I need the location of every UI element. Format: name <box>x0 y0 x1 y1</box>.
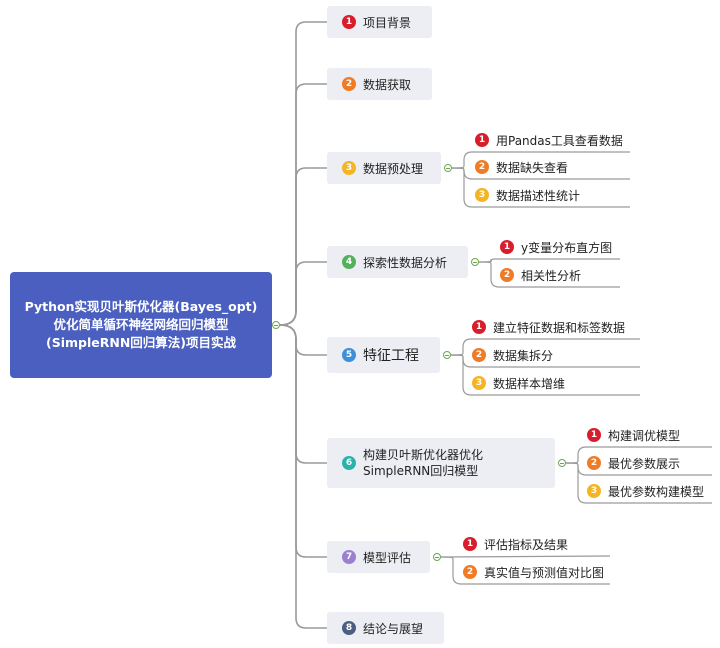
subtopic-3-3[interactable]: 3 数据描述性统计 <box>475 186 580 204</box>
section-label: 结论与展望 <box>363 621 424 636</box>
number-badge-icon: 1 <box>472 320 486 334</box>
subtopic-6-3[interactable]: 3 最优参数构建模型 <box>587 482 704 500</box>
connector-line <box>478 261 620 288</box>
section-node-5[interactable]: 5 特征工程 <box>327 337 440 373</box>
number-badge-icon: 8 <box>342 621 356 635</box>
connector-line <box>279 167 327 326</box>
number-badge-icon: 1 <box>587 428 601 442</box>
subtopic-label: y变量分布直方图 <box>521 240 613 255</box>
subtopic-label: 数据描述性统计 <box>496 188 581 203</box>
subtopic-label: 数据集拆分 <box>493 348 554 363</box>
number-badge-icon: 3 <box>475 188 489 202</box>
number-badge-icon: 2 <box>463 565 477 579</box>
root-topic-label: Python实现贝叶斯优化器(Bayes_opt)优化简单循环神经网络回归模型(… <box>24 299 258 350</box>
subtopic-6-1[interactable]: 1 构建调优模型 <box>587 426 680 444</box>
subtopic-label: 用Pandas工具查看数据 <box>496 133 623 148</box>
number-badge-icon: 1 <box>500 240 514 254</box>
subtopic-label: 真实值与预测值对比图 <box>484 565 605 580</box>
section-label: 构建贝叶斯优化器优化SimpleRNN回归模型 <box>363 448 484 478</box>
subtopic-5-3[interactable]: 3 数据样本增维 <box>472 374 565 392</box>
root-topic[interactable]: Python实现贝叶斯优化器(Bayes_opt)优化简单循环神经网络回归模型(… <box>10 272 272 378</box>
section-4-collapse-toggle[interactable] <box>471 258 479 266</box>
section-label: 模型评估 <box>363 550 412 565</box>
section-label: 项目背景 <box>363 15 412 30</box>
connector-line <box>279 324 327 356</box>
section-label: 数据预处理 <box>363 161 424 176</box>
number-badge-icon: 4 <box>342 255 356 269</box>
connector-line <box>450 354 640 396</box>
subtopic-label: 数据样本增维 <box>493 376 566 391</box>
number-badge-icon: 3 <box>342 161 356 175</box>
connector-line <box>478 258 620 263</box>
connector-line <box>440 555 611 558</box>
section-label: 特征工程 <box>363 348 419 364</box>
section-node-8[interactable]: 8 结论与展望 <box>327 612 444 644</box>
number-badge-icon: 1 <box>463 537 477 551</box>
section-label: 数据获取 <box>363 77 412 92</box>
section-5-collapse-toggle[interactable] <box>443 351 451 359</box>
section-node-1[interactable]: 1 项目背景 <box>327 6 432 38</box>
section-6-collapse-toggle[interactable] <box>558 459 566 467</box>
connector-line <box>565 462 712 504</box>
section-label: 探索性数据分析 <box>363 255 448 270</box>
number-badge-icon: 2 <box>472 348 486 362</box>
subtopic-3-2[interactable]: 2 数据缺失查看 <box>475 158 568 176</box>
number-badge-icon: 2 <box>587 456 601 470</box>
connector-line <box>279 324 327 629</box>
connector-line <box>279 324 327 558</box>
connector-line <box>279 21 327 326</box>
subtopic-label: 最优参数展示 <box>608 456 681 471</box>
number-badge-icon: 6 <box>342 456 356 470</box>
section-3-collapse-toggle[interactable] <box>444 164 452 172</box>
connector-line <box>279 324 327 464</box>
subtopic-4-1[interactable]: 1 y变量分布直方图 <box>500 238 612 256</box>
subtopic-3-1[interactable]: 1 用Pandas工具查看数据 <box>475 131 623 149</box>
connector-line <box>451 167 630 208</box>
subtopic-label: 数据缺失查看 <box>496 160 569 175</box>
subtopic-label: 评估指标及结果 <box>484 537 569 552</box>
number-badge-icon: 3 <box>587 484 601 498</box>
connector-line <box>440 556 610 585</box>
connector-line <box>279 83 327 326</box>
section-node-4[interactable]: 4 探索性数据分析 <box>327 246 468 278</box>
root-collapse-toggle[interactable] <box>272 321 280 329</box>
number-badge-icon: 2 <box>500 268 514 282</box>
section-7-collapse-toggle[interactable] <box>433 553 441 561</box>
subtopic-5-2[interactable]: 2 数据集拆分 <box>472 346 553 364</box>
number-badge-icon: 1 <box>475 133 489 147</box>
connector-line <box>279 261 327 326</box>
subtopic-label: 相关性分析 <box>521 268 582 283</box>
section-node-2[interactable]: 2 数据获取 <box>327 68 432 100</box>
section-node-7[interactable]: 7 模型评估 <box>327 541 430 573</box>
subtopic-7-1[interactable]: 1 评估指标及结果 <box>463 535 568 553</box>
subtopic-6-2[interactable]: 2 最优参数展示 <box>587 454 680 472</box>
number-badge-icon: 1 <box>342 15 356 29</box>
subtopic-label: 最优参数构建模型 <box>608 484 705 499</box>
section-node-6[interactable]: 6 构建贝叶斯优化器优化SimpleRNN回归模型 <box>327 438 555 488</box>
number-badge-icon: 3 <box>472 376 486 390</box>
number-badge-icon: 2 <box>342 77 356 91</box>
subtopic-7-2[interactable]: 2 真实值与预测值对比图 <box>463 563 604 581</box>
subtopic-label: 构建调优模型 <box>608 428 681 443</box>
number-badge-icon: 5 <box>342 348 356 362</box>
subtopic-label: 建立特征数据和标签数据 <box>493 320 626 335</box>
section-node-3[interactable]: 3 数据预处理 <box>327 152 441 184</box>
subtopic-4-2[interactable]: 2 相关性分析 <box>500 266 581 284</box>
number-badge-icon: 7 <box>342 550 356 564</box>
subtopic-5-1[interactable]: 1 建立特征数据和标签数据 <box>472 318 625 336</box>
number-badge-icon: 2 <box>475 160 489 174</box>
